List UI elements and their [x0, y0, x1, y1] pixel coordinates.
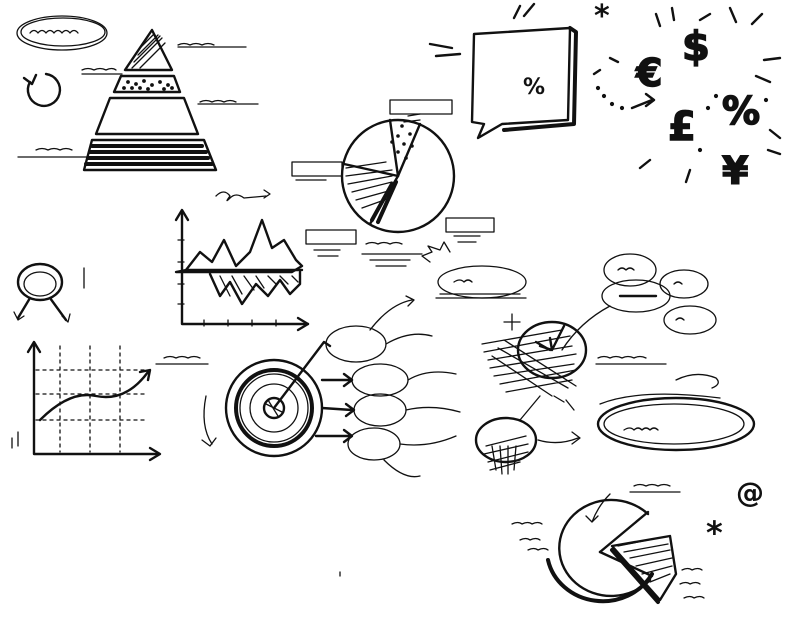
speech-bubble-icon: % [428, 2, 578, 140]
refresh-arrow-icon [22, 72, 62, 108]
pie-chart-3d-icon: @ * [511, 476, 764, 604]
mind-map-icon [314, 241, 756, 478]
at-icon: @ [736, 476, 764, 509]
percent-symbol: % [523, 75, 545, 100]
area-chart-icon [174, 189, 310, 332]
pyramid-chart-icon [17, 28, 259, 172]
target-icon [201, 340, 332, 458]
pound-symbol: £ [668, 104, 696, 150]
euro-symbol: € [635, 51, 662, 95]
scribble-label-oval [16, 15, 108, 51]
asterisk-icon: * [594, 0, 610, 34]
asterisk-small-icon: * [706, 514, 723, 552]
dollar-symbol: $ [682, 24, 710, 70]
percent-large-symbol: % [722, 89, 760, 133]
branch-node-icon [13, 262, 85, 323]
currency-cluster-icon: € $ £ % ¥ * [592, 0, 782, 194]
pie-chart-icon [291, 99, 495, 267]
growth-curve-icon [11, 340, 209, 462]
yen-symbol: ¥ [722, 149, 748, 193]
